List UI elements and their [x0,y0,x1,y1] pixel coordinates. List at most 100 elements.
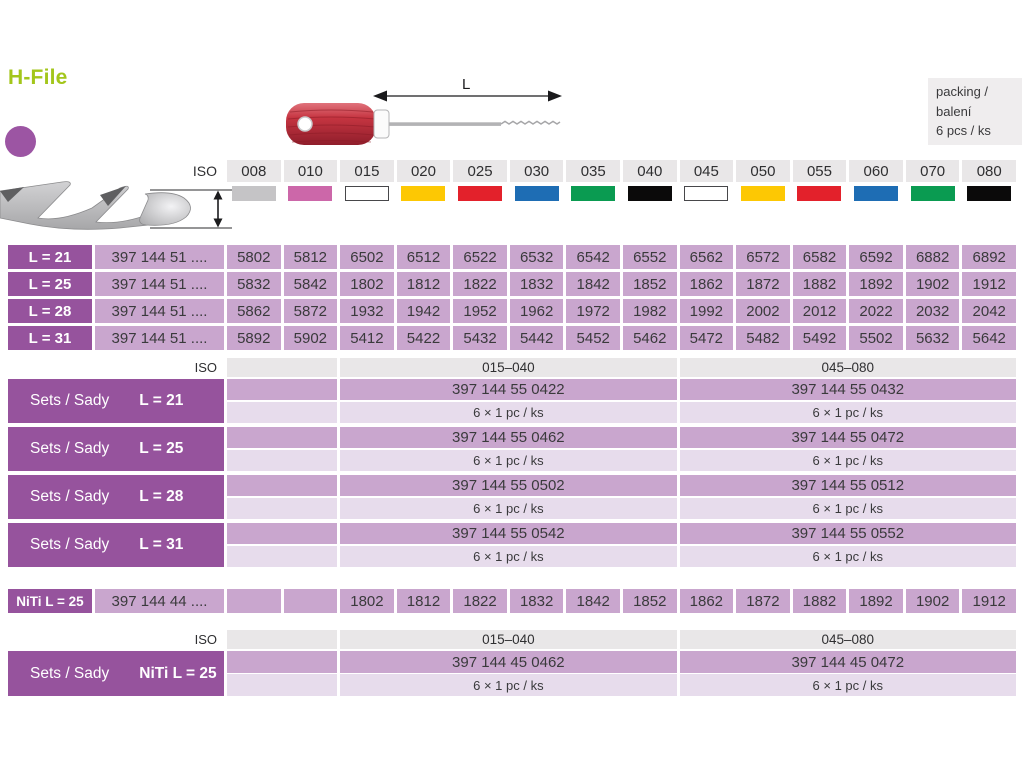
set-code-cell: 397 144 55 0432 [679,379,1016,400]
swatch-wrap-030 [510,186,564,201]
set-pack-cell: 6 × 1 pc / ks [679,674,1016,696]
code-cell: 5872 [283,299,338,323]
set-pack-cell: 6 × 1 pc / ks [679,402,1016,423]
empty-cell [227,546,338,567]
row-label: L = 25 [8,272,92,296]
code-cell: 1862 [679,589,734,613]
code-cell: 6502 [340,245,394,269]
catalog-prefix: 397 144 44 .... [95,589,224,613]
code-cell: 6892 [962,245,1016,269]
empty-cell [227,674,338,696]
collar [373,109,390,139]
code-cell: 5632 [905,326,960,350]
iso-size-010: 010 [283,160,338,182]
color-swatch-015 [344,186,389,201]
code-cell: 5502 [849,326,903,350]
set-code-cell: 397 144 55 0422 [340,379,677,400]
code-cell: 5442 [509,326,564,350]
set-pack-cell: 6 × 1 pc / ks [340,450,677,471]
set-name-label: Sets / Sady [30,440,110,457]
set-code-cell: 397 144 55 0502 [340,475,677,496]
swatch-wrap-025 [453,186,507,201]
swatch-spacer [8,186,224,201]
catalog-prefix: 397 144 51 .... [95,326,224,350]
code-cell: 1972 [566,299,620,323]
packing-quantity: 6 pcs / ks [936,123,991,138]
color-swatch-055 [797,186,842,201]
code-cell: 1872 [736,272,790,296]
color-swatch-020 [401,186,446,201]
color-swatch-030 [514,186,559,201]
page-title: H-File [8,66,68,89]
iso-size-040: 040 [623,160,677,182]
code-cell: 5892 [227,326,281,350]
code-cell: 1802 [340,589,394,613]
code-cell [227,589,281,613]
code-cell: 5452 [566,326,620,350]
code-cell: 1952 [453,299,507,323]
code-cell: 1902 [905,589,960,613]
packing-info-box: packing / balení 6 pcs / ks [928,78,1022,145]
set-length-label: L = 28 [139,488,184,505]
code-cell: 1962 [509,299,564,323]
code-cell: 6522 [453,245,507,269]
code-cell: 6542 [566,245,620,269]
range-spacer [227,358,338,377]
empty-cell [227,498,338,519]
catalog-prefix: 397 144 51 .... [95,245,224,269]
set-length-label: NiTi L = 25 [139,664,217,682]
code-cell: 1912 [962,589,1016,613]
catalog-prefix: 397 144 51 .... [95,272,224,296]
code-cell: 1882 [792,272,847,296]
iso-size-020: 020 [396,160,451,182]
swatch-wrap-008 [227,186,281,201]
color-swatch-010 [288,186,333,201]
iso-size-070: 070 [905,160,960,182]
swatch-wrap-010 [284,186,338,201]
code-cell: 1892 [849,589,903,613]
code-cell: 5462 [623,326,677,350]
range-header: 045–080 [679,358,1016,377]
set-length-label: L = 21 [139,392,184,409]
iso-size-055: 055 [792,160,847,182]
set-code-cell: 397 144 45 0462 [340,651,677,673]
code-cell: 6882 [905,245,960,269]
swatch-wrap-035 [566,186,620,201]
code-cell: 6572 [736,245,790,269]
code-cell: 1852 [623,589,677,613]
empty-cell [227,450,338,471]
color-swatch-050 [740,186,785,201]
iso-header-label: ISO [192,163,217,179]
handle-hole [297,116,313,132]
set-pack-cell: 6 × 1 pc / ks [679,450,1016,471]
code-cell: 1842 [566,589,620,613]
code-cell: 1842 [566,272,620,296]
file-handle-illustration: L [286,76,562,145]
iso-header-label: ISO [194,632,217,647]
code-cell: 2042 [962,299,1016,323]
iso-size-045: 045 [679,160,734,182]
iso-color-swatch-row [8,186,1016,201]
color-swatch-070 [910,186,955,201]
set-length-label: L = 25 [139,440,184,457]
color-swatch-040 [627,186,672,201]
file-blade-illustration [0,181,232,230]
code-cell: 1822 [453,272,507,296]
color-swatch-060 [854,186,899,201]
set-name-label: Sets / Sady [30,536,110,553]
row-label: L = 28 [8,299,92,323]
swatch-wrap-055 [793,186,847,201]
code-cell: 6512 [396,245,451,269]
blade-shadow [0,187,24,202]
set-pack-cell: 6 × 1 pc / ks [340,402,677,423]
swatch-wrap-045 [680,186,734,201]
code-cell: 6552 [623,245,677,269]
